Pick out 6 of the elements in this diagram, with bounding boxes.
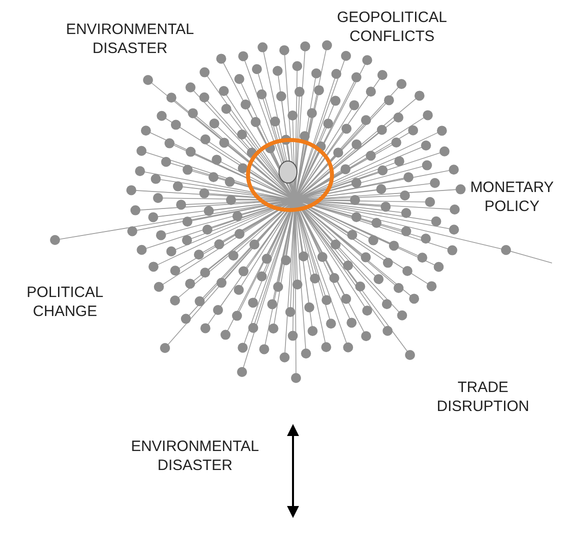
category-label: ENVIRONMENTAL DISASTER (65, 20, 195, 58)
category-label: MONETARY POLICY (469, 178, 555, 216)
category-label: GEOPOLITICAL CONFLICTS (336, 8, 448, 46)
category-label: TRADE DISRUPTION (436, 378, 530, 416)
category-label: POLITICAL CHANGE (26, 283, 104, 321)
category-label: ENVIRONMENTAL DISASTER (130, 437, 260, 475)
